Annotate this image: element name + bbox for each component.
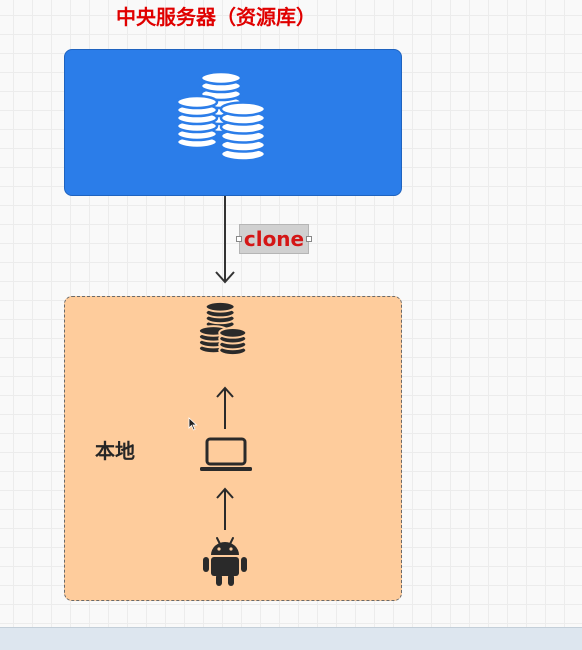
label-right-handle[interactable] [306,236,312,242]
device-to-laptop-arrow [216,487,234,530]
taskbar [0,627,582,650]
laptop-to-repo-arrow [216,386,234,429]
central-server-node[interactable] [64,49,402,196]
diagram-title: 中央服务器（资源库） [116,5,316,29]
label-left-handle[interactable] [236,236,242,242]
laptop-icon [200,437,252,471]
mouse-cursor-icon [188,417,198,431]
local-label: 本地 [95,439,135,463]
database-icon [175,70,267,162]
android-icon [203,537,247,586]
local-repository-icon [197,300,248,357]
clone-edge-label: clone [239,224,309,254]
clone-arrow[interactable] [210,196,240,288]
